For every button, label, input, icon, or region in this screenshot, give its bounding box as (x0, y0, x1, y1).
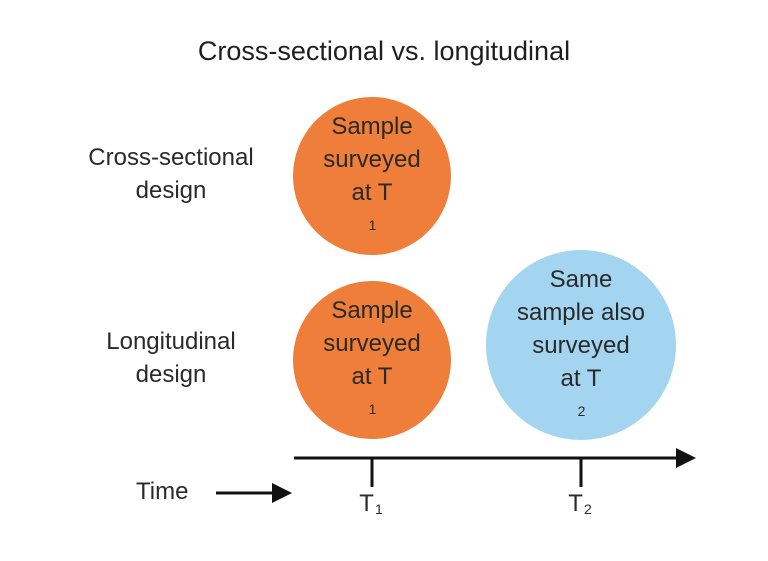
time-axis-arrowhead (676, 448, 696, 468)
circle-text-line: surveyed (532, 331, 630, 359)
circle-text-line: at T 1 (352, 176, 393, 242)
cross-sectional-label-line1: Cross-sectional (88, 144, 254, 171)
subscript: 1 (368, 401, 377, 417)
circle-text-at: at T (351, 363, 393, 390)
subscript: 1 (368, 217, 377, 233)
circle-text-line: at T 1 (352, 360, 393, 426)
cross-sectional-label-line2: design (135, 177, 207, 204)
longitudinal-label-line1: Longitudinal (106, 328, 236, 355)
t1-label-text: T (359, 490, 374, 517)
longitudinal-label-line2: design (135, 361, 207, 388)
diagram-title: Cross-sectional vs. longitudinal (197, 36, 571, 66)
time-pointer-arrowhead (272, 483, 292, 503)
subscript: 2 (583, 501, 592, 517)
circle-text-line: Sample (331, 297, 413, 324)
time-label: Time (136, 478, 189, 505)
cross-sectional-label: Cross-sectional design (56, 141, 286, 207)
circle-text-line: Same (549, 265, 613, 293)
cross-sectional-t1-circle: Sample surveyed at T 1 (293, 97, 451, 255)
circle-text-line: sample also (516, 298, 646, 326)
circle-text-line: surveyed (323, 146, 421, 173)
subscript: 2 (577, 402, 586, 419)
circle-text-at: at T (560, 364, 602, 392)
subscript: 1 (374, 501, 383, 517)
circle-text-at: at T (351, 179, 393, 206)
t1-label: T1 (341, 490, 401, 518)
longitudinal-t2-circle: Same sample also surveyed at T 2 (486, 250, 676, 440)
longitudinal-t1-circle: Sample surveyed at T 1 (293, 281, 451, 439)
circle-text-line: surveyed (323, 330, 421, 357)
longitudinal-label: Longitudinal design (56, 325, 286, 391)
t2-label: T2 (550, 490, 610, 518)
circle-text-line: Sample (331, 113, 413, 140)
circle-text-line: at T 2 (561, 362, 602, 428)
t2-label-text: T (568, 490, 583, 517)
